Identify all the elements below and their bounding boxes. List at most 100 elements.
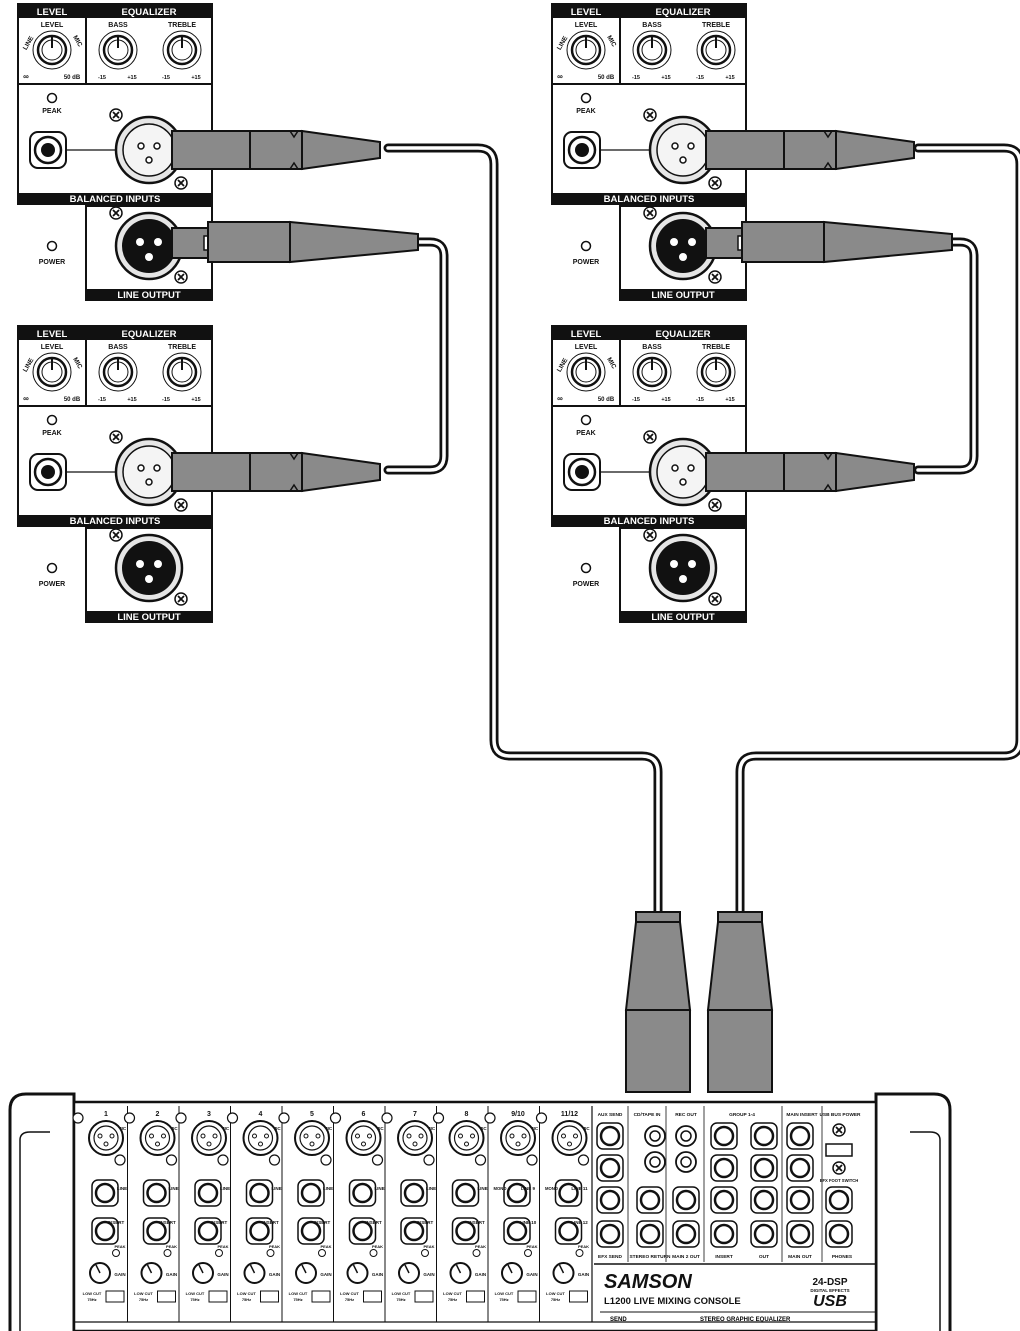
quarter-inch-input-jack[interactable] — [562, 130, 602, 170]
line-label: LINE — [374, 1186, 384, 1191]
low-cut-label: LOW CUT — [237, 1291, 256, 1296]
xlr-cable-plug — [171, 130, 381, 170]
line-label: LINE — [477, 1186, 487, 1191]
screw-icon — [643, 528, 657, 542]
treble-knob[interactable] — [161, 29, 203, 71]
screw-icon — [708, 498, 722, 512]
xlr-output-jack[interactable] — [648, 533, 718, 603]
bass-max-label: +15 — [127, 397, 136, 403]
db-label: 50 dB — [64, 397, 81, 403]
xlr-output-plug — [289, 220, 419, 264]
level-knob-label: LEVEL — [575, 344, 598, 351]
level-knob[interactable] — [565, 351, 607, 393]
aux-send-label: AUX SEND — [598, 1112, 623, 1118]
screw-icon — [109, 108, 123, 122]
gain-label: GAIN — [526, 1272, 537, 1277]
gain-label: GAIN — [320, 1272, 331, 1277]
mixer-geq-label: STEREO GRAPHIC EQUALIZER — [700, 1317, 791, 1323]
bass-knob[interactable] — [97, 351, 139, 393]
bass-knob[interactable] — [97, 29, 139, 71]
power-label: POWER — [39, 581, 65, 588]
usb-port[interactable] — [825, 1143, 853, 1157]
peak-label: PEAK — [578, 1244, 589, 1249]
quarter-inch-input-jack[interactable] — [28, 452, 68, 492]
bass-knob-label: BASS — [642, 344, 662, 351]
rec-out-label: REC OUT — [675, 1112, 697, 1118]
peak-label: PEAK — [423, 1244, 434, 1249]
mixer-send-label: SEND — [610, 1317, 627, 1323]
infinity-label: ∞ — [557, 394, 563, 403]
gain-label: GAIN — [166, 1272, 177, 1277]
level-header: LEVEL — [37, 7, 68, 18]
gain-label: GAIN — [578, 1272, 589, 1277]
screw-icon — [109, 430, 123, 444]
efx-send-label: EFX SEND — [598, 1254, 623, 1260]
insert-label: INSERT — [211, 1220, 228, 1225]
low-cut-freq-label: 75Hz — [190, 1297, 199, 1302]
low-cut-freq-label: 75Hz — [499, 1297, 508, 1302]
dsp-badge: 24-DSP — [812, 1277, 847, 1288]
low-cut-freq-label: 75Hz — [293, 1297, 302, 1302]
mic-label: MIC — [581, 1126, 590, 1131]
treble-max-label: +15 — [191, 397, 200, 403]
bass-knob[interactable] — [631, 29, 673, 71]
usb-badge: USB — [813, 1293, 847, 1310]
balanced-inputs-label: BALANCED INPUTS — [70, 194, 161, 205]
screw-icon — [174, 498, 188, 512]
power-led — [46, 240, 58, 252]
peak-label: PEAK — [576, 430, 595, 437]
peak-label: PEAK — [42, 108, 61, 115]
treble-knob[interactable] — [695, 351, 737, 393]
channel-number: 3 — [207, 1111, 211, 1118]
quarter-inch-input-jack[interactable] — [562, 452, 602, 492]
peak-label: PEAK — [269, 1244, 280, 1249]
peak-label: PEAK — [576, 108, 595, 115]
db-label: 50 dB — [64, 75, 81, 81]
screw-icon — [832, 1123, 846, 1137]
eq-header: EQUALIZER — [122, 7, 177, 18]
db-label: 50 dB — [598, 75, 615, 81]
cables — [383, 143, 1020, 917]
level-knob[interactable] — [31, 351, 73, 393]
treble-knob[interactable] — [695, 29, 737, 71]
level-header: LEVEL — [571, 329, 602, 340]
level-knob-label: LEVEL — [41, 344, 64, 351]
dsp-sub-label: DIGITAL EFFECTS — [810, 1288, 849, 1293]
screw-icon — [174, 176, 188, 190]
low-cut-freq-label: 75Hz — [242, 1297, 251, 1302]
bass-max-label: +15 — [661, 75, 670, 81]
line-label: LINE — [168, 1186, 178, 1191]
mic-label: MIC — [530, 1126, 539, 1131]
stereo-return-label: STEREO RETURN — [629, 1254, 671, 1260]
level-knob[interactable] — [565, 29, 607, 71]
insert-label: INSERT — [468, 1220, 485, 1225]
treble-min-label: -15 — [696, 75, 704, 81]
mic-label: MIC — [478, 1126, 487, 1131]
level-header: LEVEL — [37, 329, 68, 340]
bass-knob-label: BASS — [642, 22, 662, 29]
mixer-plug-left — [624, 911, 692, 1093]
gain-label: GAIN — [423, 1272, 434, 1277]
line-even-label: LINE 12 — [571, 1220, 588, 1225]
xlr-cable-plug — [171, 452, 381, 492]
low-cut-label: LOW CUT — [186, 1291, 205, 1296]
treble-knob[interactable] — [161, 351, 203, 393]
gain-label: GAIN — [114, 1272, 125, 1277]
infinity-label: ∞ — [23, 72, 29, 81]
low-cut-freq-label: 75Hz — [448, 1297, 457, 1302]
xlr-output-jack[interactable] — [114, 533, 184, 603]
infinity-label: ∞ — [23, 394, 29, 403]
bass-knob[interactable] — [631, 351, 673, 393]
mic-label: MIC — [375, 1126, 384, 1131]
channel-number: 1 — [104, 1111, 108, 1118]
level-knob[interactable] — [31, 29, 73, 71]
quarter-inch-input-jack[interactable] — [28, 130, 68, 170]
